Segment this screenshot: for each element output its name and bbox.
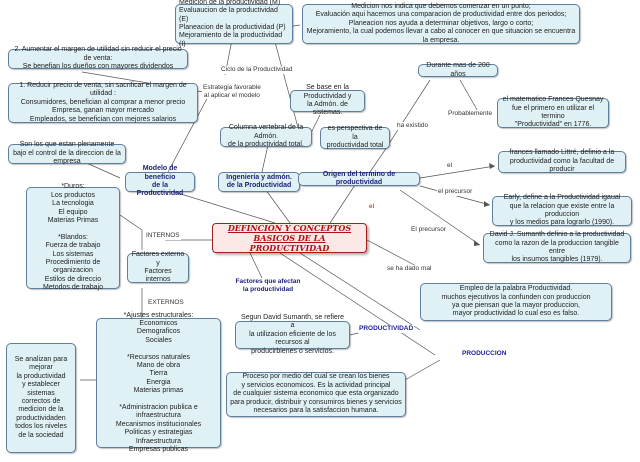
has-existed-link-label: ha existido bbox=[396, 122, 430, 130]
cycle-phases-description-node[interactable]: Medicion nos indica que debemos comenzar… bbox=[302, 3, 580, 44]
systems-base-node[interactable]: Se base en la Productividad y la Admón. … bbox=[290, 84, 365, 116]
productivity-cycle-phases-node[interactable]: Medicion de la productividad (M) Evaluau… bbox=[175, 0, 293, 48]
sumanth-1979-node[interactable]: David J. Sumanth definio a la productivi… bbox=[483, 231, 631, 263]
production-link-label: PRODUCCION bbox=[461, 350, 508, 358]
benefit-model-node[interactable]: Modelo de beneficio de la Productividad bbox=[125, 165, 195, 197]
littre-node[interactable]: frances llamado Littré, definio a la pro… bbox=[498, 149, 626, 173]
el-link-label: el bbox=[446, 162, 454, 170]
increase-margin-node[interactable]: 2. Aumentar el margen de utilidad sin re… bbox=[8, 46, 188, 70]
probably-link-label: Probablemente bbox=[447, 110, 494, 118]
early-node[interactable]: Early, define a la Productividad igaual … bbox=[492, 194, 632, 226]
strategy-link-label: Estrategia favorable al aplicar el model… bbox=[202, 84, 262, 99]
central-topic-node[interactable]: DEFINCIÓN Y CONCEPTOS BASICOS DE LA PROD… bbox=[212, 223, 367, 253]
quesnay-node[interactable]: el matematico Frances Quesnay fue el pri… bbox=[497, 96, 609, 128]
precursor-link-label: el precursor bbox=[437, 188, 474, 196]
sumanth-definition-node[interactable]: Segun David Sumanth, se refiere a la uti… bbox=[235, 314, 350, 355]
production-process-node[interactable]: Proceso por medio del cual se crean los … bbox=[226, 372, 406, 417]
affecting-factors-label: Factores que afectan la productividad bbox=[235, 278, 301, 293]
term-origin-node[interactable]: Origen del termino de productividad bbox=[298, 171, 420, 186]
total-perspective-node[interactable]: es perspectiva de la productividad total bbox=[320, 125, 390, 149]
productivity-link-label: PRODUCTIVIDAD bbox=[358, 325, 415, 333]
productivity-word-usage-node[interactable]: Empleo de la palabra Productividad. much… bbox=[420, 283, 612, 321]
over-200-years-node[interactable]: Durante mas de 200 años bbox=[418, 62, 498, 78]
hard-soft-factors-node[interactable]: *Duros: Los productos La tecnologia El e… bbox=[26, 183, 120, 291]
external-factors-list-node[interactable]: *Ajustes estructurales: Economicos Demog… bbox=[96, 312, 221, 453]
precursor-2-link-label: El precursor bbox=[410, 226, 448, 234]
cycle-link-label: Ciclo de la Productividad bbox=[220, 66, 294, 74]
el-red-link-label: el bbox=[368, 203, 376, 211]
backbone-node[interactable]: Columna vertebral de la Admón. de la pro… bbox=[220, 124, 312, 148]
external-internal-factors-node[interactable]: Factores externo y Factores internos bbox=[127, 251, 189, 283]
controlled-objects-node[interactable]: Son los que estan plenamente bajo el con… bbox=[8, 141, 126, 165]
misused-link-label: se ha dado mal bbox=[386, 265, 433, 273]
reduce-price-node[interactable]: 1. Reducir precio de venta, sin sacrific… bbox=[8, 82, 198, 123]
external-link-label: EXTERNOS bbox=[147, 299, 185, 307]
engineering-admin-node[interactable]: Ingeniería y admón. de la Productividad bbox=[218, 172, 300, 192]
internal-link-label: INTERNOS bbox=[145, 232, 181, 240]
analysis-purpose-node[interactable]: Se analizan para mejorar la productivida… bbox=[6, 343, 76, 453]
